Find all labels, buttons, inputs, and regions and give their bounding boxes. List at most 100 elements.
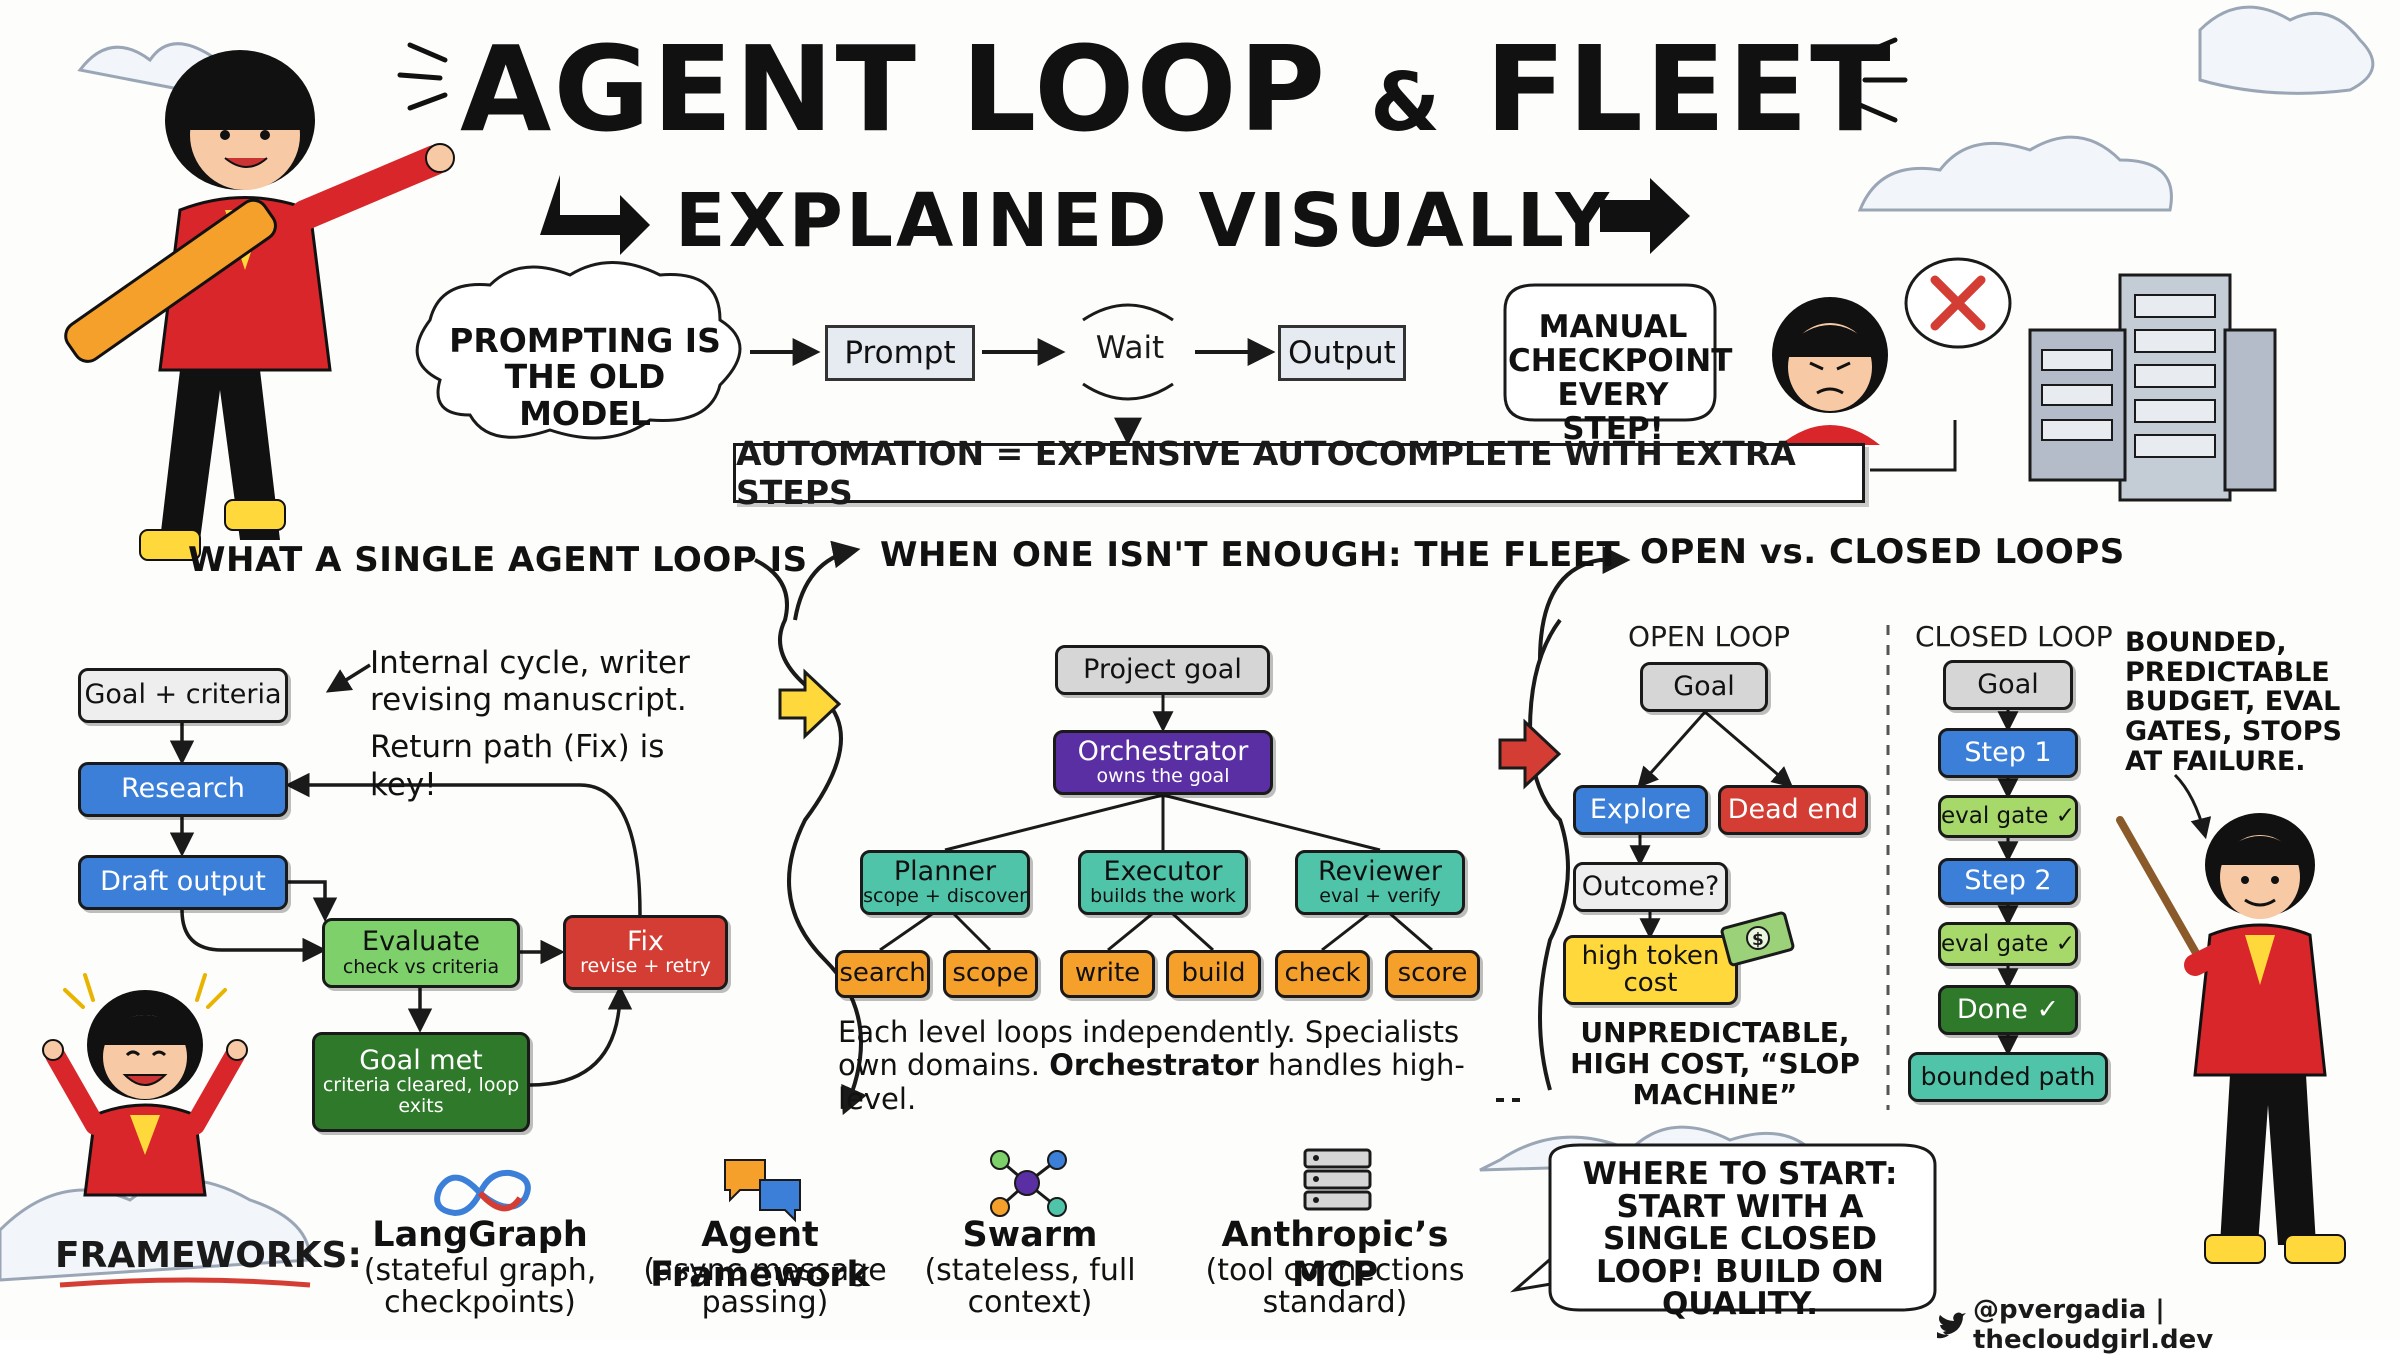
wait-label: Wait	[1095, 330, 1165, 366]
goal-met-sublabel: criteria cleared, loop exits	[322, 1074, 520, 1118]
open-loop-caption: UNPREDICTABLE, HIGH COST, “SLOP MACHINE”	[1570, 1016, 1860, 1111]
planner-sublabel: scope + discover	[863, 885, 1027, 908]
closed-loop-label: CLOSED LOOP	[1915, 620, 2113, 653]
open-goal-box: Goal	[1640, 662, 1768, 712]
goal-met-label: Goal met	[359, 1044, 483, 1076]
note-line-1: Internal cycle, writer revising manuscri…	[370, 645, 690, 719]
subtitle-arrow-right	[1600, 178, 1690, 254]
automation-banner: AUTOMATION = EXPENSIVE AUTOCOMPLETE WITH…	[733, 434, 1865, 512]
task-score-label: score	[1397, 958, 1468, 989]
prompting-old-model-text: PROMPTING IS THE OLD MODEL	[449, 321, 721, 433]
evaluate-sublabel: check vs criteria	[342, 955, 500, 978]
step2-label: Step 2	[1964, 865, 2052, 897]
title-fleet: FLEET	[1485, 20, 1893, 158]
task-score-box: score	[1385, 950, 1480, 998]
celebrating-character	[42, 973, 248, 1197]
step1-box: Step 1	[1938, 728, 2078, 778]
network-nodes-icon	[990, 1150, 1067, 1217]
frustrated-character	[1772, 297, 1888, 445]
goal-criteria-box: Goal + criteria	[78, 668, 288, 723]
title-ampersand: &	[1370, 56, 1443, 149]
project-goal-label: Project goal	[1083, 653, 1242, 685]
fix-box: Fix revise + retry	[563, 915, 728, 990]
goal-criteria-label: Goal + criteria	[84, 679, 282, 711]
teacher-character	[2116, 813, 2346, 1264]
framework-agent-framework-desc: (async message passing)	[643, 1253, 887, 1320]
fleet-caption: Each level loops independently. Speciali…	[838, 1015, 1518, 1116]
goal-met-box: Goal met criteria cleared, loop exits	[312, 1032, 530, 1132]
chat-bubbles-icon	[724, 1159, 801, 1223]
planner-label: Planner	[893, 855, 997, 887]
fleet-caption-part2: handles high-level.	[838, 1048, 1465, 1116]
framework-mcp-desc: (tool connections standard)	[1205, 1253, 1465, 1320]
outcome-label: Outcome?	[1581, 870, 1720, 902]
title-agent-loop: AGENT LOOP	[460, 20, 1328, 158]
task-build-box: build	[1166, 950, 1261, 998]
note-line-2: Return path (Fix) is key!	[370, 729, 665, 803]
output-box: Output	[1278, 325, 1406, 381]
task-search-label: search	[839, 958, 926, 989]
fleet-heading: WHEN ONE ISN'T ENOUGH: THE FLEET	[880, 535, 1621, 575]
executor-box: Executor builds the work	[1078, 850, 1248, 915]
task-write-label: write	[1074, 958, 1141, 989]
task-check-label: check	[1284, 958, 1361, 989]
dead-end-label: Dead end	[1727, 793, 1859, 825]
eval-gate-1-label: eval gate ✓	[1941, 803, 2076, 830]
reviewer-box: Reviewer eval + verify	[1295, 850, 1465, 915]
presenter-character-pointing	[64, 50, 455, 561]
outcome-box: Outcome?	[1573, 862, 1728, 912]
eval-gate-2-label: eval gate ✓	[1941, 930, 2076, 957]
explore-box: Explore	[1573, 785, 1708, 835]
open-loop-label: OPEN LOOP	[1628, 620, 1791, 653]
single-loop-note: Internal cycle, writer revising manuscri…	[370, 645, 730, 804]
fix-label: Fix	[626, 925, 665, 957]
project-goal-box: Project goal	[1055, 645, 1270, 695]
main-title: AGENT LOOP & FLEET	[460, 30, 1893, 148]
task-scope-label: scope	[952, 958, 1029, 989]
yellow-arrow-icon	[778, 668, 842, 740]
step2-box: Step 2	[1938, 858, 2078, 905]
loops-heading: OPEN vs. CLOSED LOOPS	[1640, 532, 2125, 572]
task-search-box: search	[835, 950, 930, 998]
open-goal-label: Goal	[1673, 670, 1735, 702]
credit: @pvergadia | thecloudgirl.dev	[1935, 1295, 2400, 1355]
fix-sublabel: revise + retry	[580, 955, 711, 978]
red-x-bubble	[1904, 257, 2012, 349]
fleet-caption-bold: Orchestrator	[1049, 1048, 1259, 1083]
single-loop-heading: WHAT A SINGLE AGENT LOOP IS	[188, 540, 808, 580]
evaluate-box: Evaluate check vs criteria	[322, 918, 520, 988]
research-label: Research	[121, 773, 245, 805]
orchestrator-label: Orchestrator	[1077, 735, 1249, 767]
high-token-cost-label: high token cost	[1581, 940, 1720, 998]
wait-cycle-icon	[1082, 303, 1174, 401]
draft-output-box: Draft output	[78, 855, 288, 910]
eval-gate-2-box: eval gate ✓	[1938, 922, 2078, 966]
evaluate-label: Evaluate	[362, 926, 480, 958]
svg-text:$: $	[1752, 930, 1764, 950]
manual-checkpoint-text: MANUAL CHECKPOINT EVERY STEP!	[1508, 309, 1733, 448]
checkpoint-bubble	[1503, 283, 1717, 422]
explore-label: Explore	[1589, 793, 1692, 825]
fleet-caption-part1: Each level loops independently. Speciali…	[838, 1015, 1460, 1083]
subtitle-arrow-left	[540, 175, 650, 255]
credit-text: @pvergadia | thecloudgirl.dev	[1973, 1295, 2214, 1355]
executor-sublabel: builds the work	[1090, 885, 1236, 908]
framework-langgraph-name: LangGraph	[372, 1215, 588, 1255]
done-box: Done ✓	[1938, 985, 2078, 1035]
draft-output-label: Draft output	[100, 866, 266, 898]
prompting-cloud	[415, 261, 742, 440]
eval-gate-1-box: eval gate ✓	[1938, 795, 2078, 838]
orchestrator-sublabel: owns the goal	[1096, 765, 1230, 788]
money-icon: $	[1720, 911, 1795, 967]
step1-label: Step 1	[1964, 736, 2052, 768]
dead-end-box: Dead end	[1718, 785, 1868, 835]
task-check-box: check	[1275, 950, 1370, 998]
twitter-bird-icon	[1937, 1312, 1966, 1339]
frameworks-label: FRAMEWORKS:	[55, 1235, 362, 1276]
reviewer-label: Reviewer	[1317, 855, 1443, 887]
bounded-path-label: bounded path	[1920, 1061, 2096, 1091]
server-stack-icon	[1303, 1148, 1372, 1211]
closed-goal-label: Goal	[1977, 668, 2039, 700]
framework-langgraph-desc: (stateful graph, checkpoints)	[363, 1253, 597, 1320]
